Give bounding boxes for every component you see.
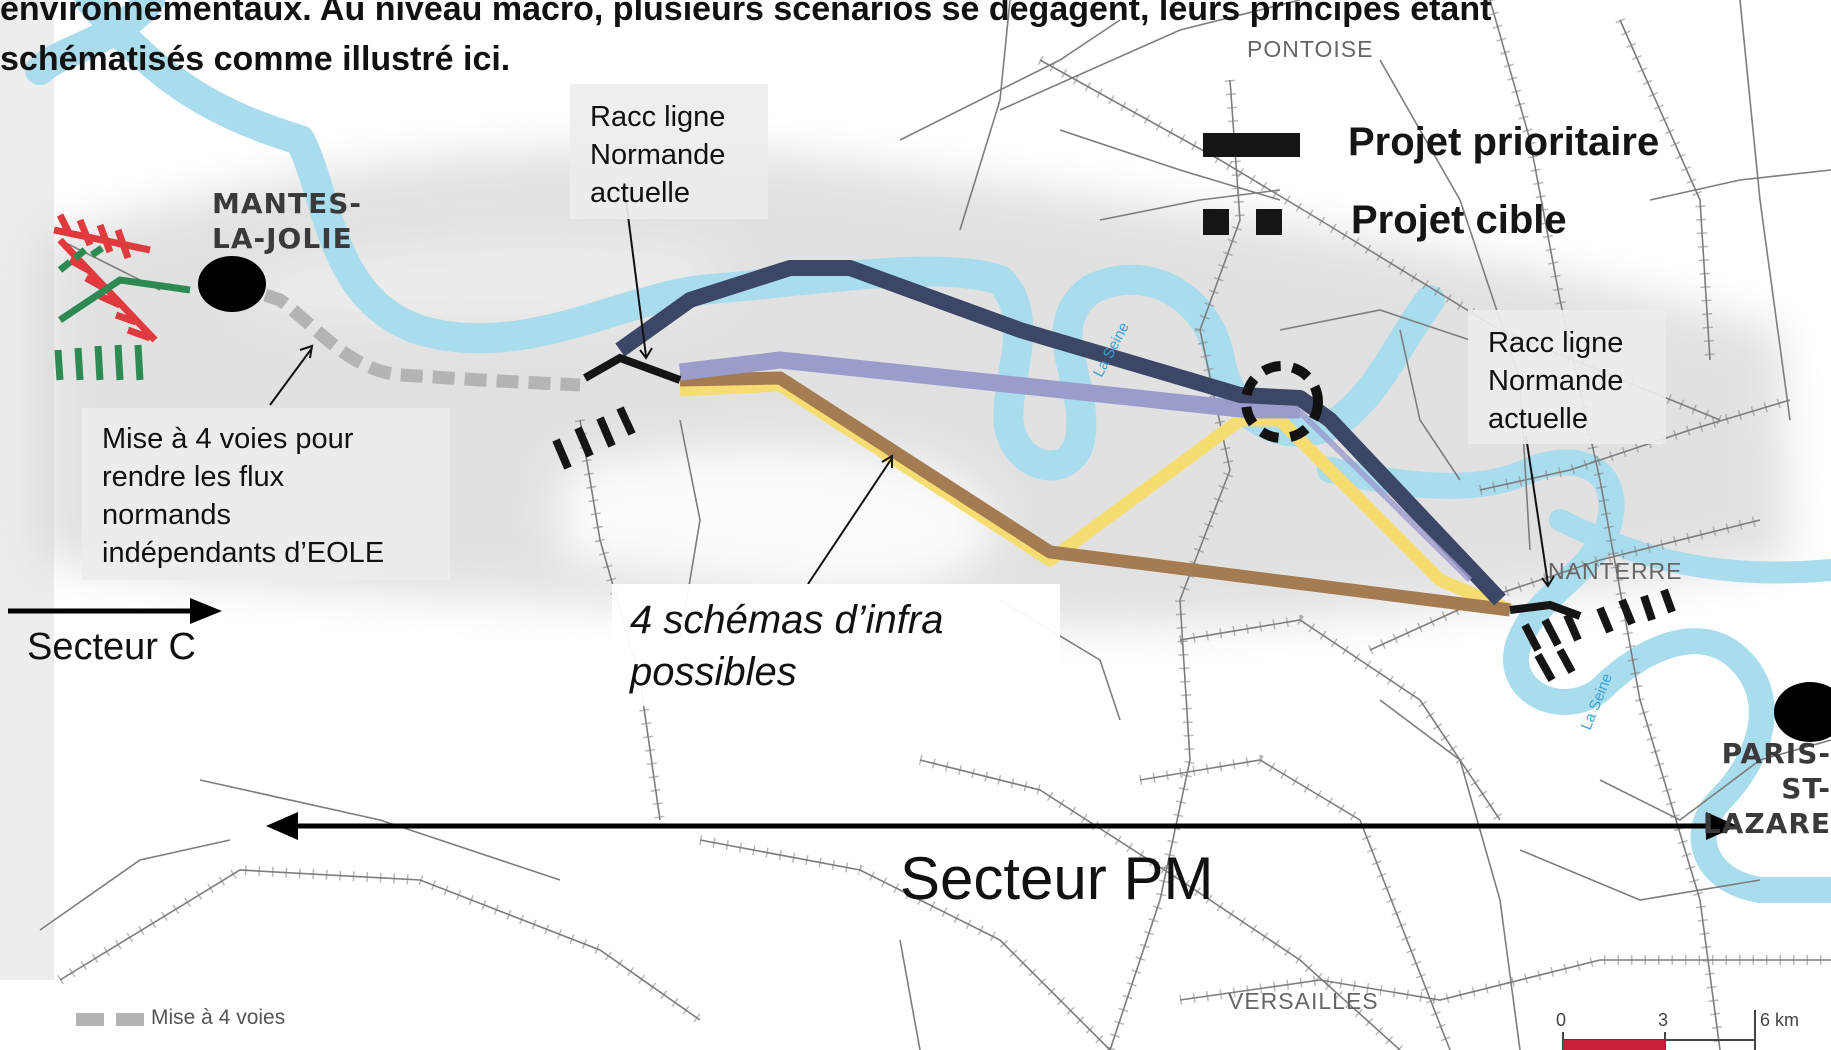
callout-racc-left-line: Racc ligne: [590, 101, 726, 133]
scale-label-3: 3: [1658, 1010, 1669, 1030]
racc-right-connection: [1509, 588, 1676, 682]
town-pontoise: PONTOISE: [1247, 36, 1374, 62]
scale-label-6km: 6 km: [1760, 1010, 1800, 1030]
mantes-station-dot: [198, 256, 266, 312]
bottom-legend-mise-4-voies: Mise à 4 voies: [151, 1006, 286, 1029]
callout-racc-right-line: Racc ligne: [1488, 327, 1624, 359]
callout-mise-4-voies: Mise à 4 voies pour rendre les flux norm…: [82, 408, 450, 580]
callout-racc-left-line: actuelle: [590, 177, 690, 209]
secteur-pm-arrow: [266, 812, 1738, 840]
paris-station-dot: [1774, 682, 1831, 742]
racc-left-connection: [552, 353, 682, 470]
header-line-2: schématisés comme illustré ici.: [0, 40, 511, 78]
secteur-c-arrow: [8, 598, 222, 624]
mantes-green-rails: [54, 245, 191, 381]
callout-mise4-line: rendre les flux: [102, 461, 285, 493]
leader-lines: [269, 199, 1555, 588]
scale-bar: [1562, 1010, 1756, 1050]
callout-mise4-line: indépendants d’EOLE: [102, 537, 385, 569]
city-paris-line: ST-LAZARE: [1702, 772, 1831, 840]
junction-circle: [1241, 361, 1323, 443]
secteur-pm-label: Secteur PM: [900, 845, 1214, 912]
town-versailles: VERSAILLES: [1228, 988, 1379, 1014]
header-text: environnementaux. Au niveau macro, plusi…: [0, 0, 1831, 84]
header-line-1: environnementaux. Au niveau macro, plusi…: [0, 0, 1492, 28]
legend-cible-symbol-2: [1256, 209, 1282, 235]
callout-racc-right-line: actuelle: [1488, 403, 1588, 435]
callout-racc-left-line: Normande: [590, 139, 726, 171]
city-paris-st-lazare: PARIS- ST-LAZARE: [1676, 736, 1831, 841]
route-lavender-end: [1239, 407, 1473, 583]
city-paris-line: PARIS-: [1721, 737, 1831, 770]
legend-cible-symbol-1: [1203, 209, 1229, 235]
legend-prioritaire-label: Projet prioritaire: [1348, 120, 1660, 164]
callout-mise4-line: normands: [102, 499, 231, 531]
callout-racc-left: Racc ligne Normande actuelle: [570, 84, 768, 219]
callout-schemas: 4 schémas d’infra possibles: [612, 584, 1060, 706]
callout-racc-right: Racc ligne Normande actuelle: [1468, 310, 1666, 444]
secteur-c-label: Secteur C: [27, 626, 196, 668]
route-brown: [679, 371, 1511, 617]
legend-cible-label: Projet cible: [1351, 198, 1567, 242]
callout-racc-right-line: Normande: [1488, 365, 1624, 397]
seine-river: [25, 0, 1831, 903]
city-mantes-la-jolie: MANTES- LA-JOLIE: [212, 186, 362, 256]
callout-schemas-line: possibles: [630, 650, 797, 694]
mise-4-voies-legend-symbol-1: [76, 1013, 104, 1026]
rail-ticks: [57, 0, 1831, 1050]
legend-prioritaire-symbol: [1203, 133, 1300, 157]
city-mantes-line: MANTES-: [212, 187, 362, 220]
scale-label-0: 0: [1556, 1010, 1567, 1030]
town-nanterre: NANTERRE: [1548, 558, 1683, 584]
callout-schemas-line: 4 schémas d’infra: [630, 598, 944, 642]
callout-mise4-line: Mise à 4 voies pour: [102, 423, 354, 455]
city-mantes-line: LA-JOLIE: [212, 222, 353, 255]
mise-4-voies-legend-symbol-2: [116, 1013, 144, 1026]
